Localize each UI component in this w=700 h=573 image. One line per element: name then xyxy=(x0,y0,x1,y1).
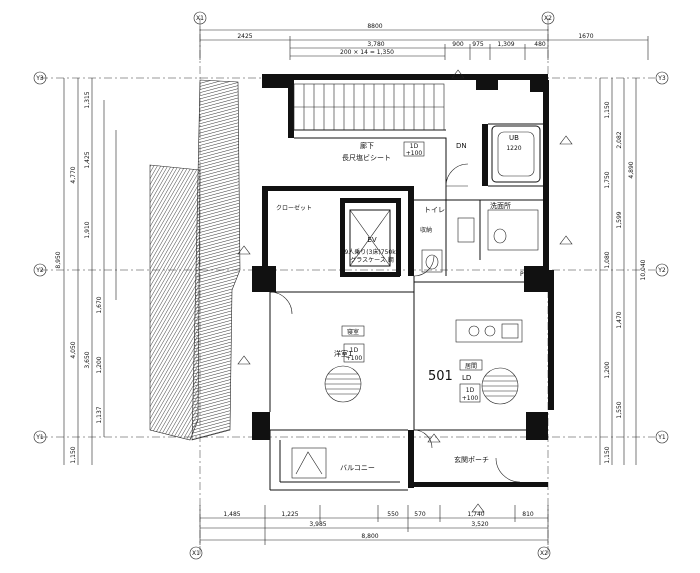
dim-left-4770: 4,770 xyxy=(70,166,77,183)
grid-label-y3-right: Y3 xyxy=(657,75,666,82)
corridor-tag-b: +100 xyxy=(406,150,423,157)
dim-right-10040: 10,040 xyxy=(640,259,647,280)
bedroom-tag: 寝室 xyxy=(347,328,359,336)
dim-right-1150: 1,150 xyxy=(604,101,611,118)
room-bedroom-label: 洋室1 xyxy=(334,349,352,358)
pipe-space-label: PS xyxy=(520,271,528,278)
dim-top-3780: 3,780 xyxy=(367,41,384,48)
grid-label-y1-left: Y1 xyxy=(35,434,44,441)
bedroom-floor-a: 1D xyxy=(350,347,359,354)
dim-bottom-overall: 8,800 xyxy=(361,533,378,540)
facade-hatching xyxy=(149,79,241,441)
dim-left-1200: 1,200 xyxy=(96,356,103,373)
dim-left-1910: 1,910 xyxy=(84,221,91,238)
unit-bath: UB 1220 xyxy=(491,125,541,183)
storage-label: 収納 xyxy=(420,226,432,234)
ldk-tag: 居間 xyxy=(465,363,477,370)
dim-bottom-3520: 3,520 xyxy=(471,521,488,528)
grid-label-x2-bottom: X2 xyxy=(540,550,548,557)
dim-top-2425: 2425 xyxy=(237,33,252,40)
grid-label-x2-top: X2 xyxy=(544,15,552,22)
dn-label: DN xyxy=(456,142,467,150)
unit-number: 501 xyxy=(428,369,453,384)
dim-left-1315: 1,315 xyxy=(84,91,91,108)
dim-left-1425: 1,425 xyxy=(84,151,91,168)
dim-right-2082: 2,082 xyxy=(616,131,623,148)
bottom-dimensions: 1,485 1,225 550 570 1,740 810 3,985 3,52… xyxy=(199,505,549,545)
grid-label-y2-left: Y2 xyxy=(35,267,44,274)
ev-spec-2: グラスケース 鋼 xyxy=(350,256,394,264)
dim-left-1137: 1,137 xyxy=(96,406,103,423)
bedroom-floor-b: +100 xyxy=(346,355,363,362)
dim-right-1200: 1,200 xyxy=(604,361,611,378)
dim-bottom-570: 570 xyxy=(414,511,426,518)
room-toilet-label: トイレ xyxy=(424,206,445,214)
door-swings xyxy=(269,163,521,483)
dim-top-975: 975 xyxy=(472,41,484,48)
dim-right-1150b: 1,150 xyxy=(604,446,611,463)
dim-bottom-810: 810 xyxy=(522,511,534,518)
balcony: バルコニー xyxy=(291,447,375,479)
ldk-floor-b: +100 xyxy=(462,395,479,402)
structural-walls xyxy=(252,74,554,488)
grid-lines xyxy=(40,18,655,555)
dim-right-1470: 1,470 xyxy=(616,311,623,328)
dim-top-1670: 1670 xyxy=(578,33,593,40)
closet-label: クローゼット xyxy=(276,204,312,212)
dim-top-stair: 200 × 14 = 1,350 xyxy=(340,49,394,56)
dim-bottom-3985: 3,985 xyxy=(309,521,326,528)
corridor-tag-a: 1D xyxy=(410,143,419,150)
ldk-floor-a: 1D xyxy=(466,387,475,394)
room-ldk-label: LD xyxy=(462,374,471,382)
partitions xyxy=(269,123,543,491)
grid-label-x1-bottom: X1 xyxy=(192,550,200,557)
porch-label: 玄関ポーチ xyxy=(454,455,489,464)
dim-bottom-1740: 1,740 xyxy=(467,511,484,518)
sanitary-fixtures xyxy=(421,209,539,273)
dim-right-1750: 1,750 xyxy=(604,171,611,188)
ub-size: 1220 xyxy=(506,145,521,152)
room-ub-label: UB xyxy=(509,134,519,142)
right-dimensions: 1,150 1,750 1,080 1,200 1,150 2,082 1,59… xyxy=(599,78,647,465)
living-dining: 501 居間 LD 1D +100 xyxy=(428,319,523,405)
dim-left-1670: 1,670 xyxy=(96,296,103,313)
dim-top-overall: 8800 xyxy=(367,23,382,30)
elevator: EV 9人乗り(3床)750kg グラスケース 鋼 xyxy=(344,209,400,267)
left-dimensions: 8,950 4,770 4,050 1,150 1,315 1,425 1,91… xyxy=(55,78,117,465)
dim-left-1150: 1,150 xyxy=(70,446,77,463)
dim-right-1599: 1,599 xyxy=(616,211,623,228)
dim-right-1080: 1,080 xyxy=(604,251,611,268)
top-dimensions: 8800 2425 1670 3,780 900 975 1,309 480 2… xyxy=(199,23,649,60)
dim-top-900: 900 xyxy=(452,41,464,48)
dim-right-1550: 1,550 xyxy=(616,401,623,418)
dim-top-480: 480 xyxy=(534,41,546,48)
dim-bottom-1225: 1,225 xyxy=(281,511,298,518)
dim-bottom-1485: 1,485 xyxy=(223,511,240,518)
balcony-label: バルコニー xyxy=(340,464,375,472)
dim-left-8950: 8,950 xyxy=(55,251,62,268)
dim-left-3650: 3,650 xyxy=(84,351,91,368)
grid-label-x1-top: X1 xyxy=(196,15,204,22)
ev-spec: 9人乗り(3床)750kg xyxy=(344,248,399,256)
room-washroom-label: 洗面所 xyxy=(490,201,511,210)
grid-label-y2-right: Y2 xyxy=(657,267,666,274)
grid-label-y1-right: Y1 xyxy=(657,434,666,441)
grid-label-y3-left: Y3 xyxy=(35,75,44,82)
section-markers xyxy=(237,69,573,513)
room-ev-label: EV xyxy=(367,236,376,244)
dim-right-4890: 4,890 xyxy=(628,161,635,178)
corridor-floor-label: 長尺塩ビシート xyxy=(342,153,391,162)
bedroom: 寝室 洋室1 1D +100 xyxy=(324,325,365,403)
stair-treads xyxy=(293,83,445,131)
dim-bottom-550: 550 xyxy=(387,511,399,518)
dim-top-1309: 1,309 xyxy=(497,41,514,48)
dim-left-4050: 4,050 xyxy=(70,341,77,358)
room-corridor-label: 廊下 xyxy=(360,141,374,150)
grid-bubbles: X1 X2 X1 X2 Y3 Y2 Y1 Y3 Y2 Y1 xyxy=(33,11,669,560)
